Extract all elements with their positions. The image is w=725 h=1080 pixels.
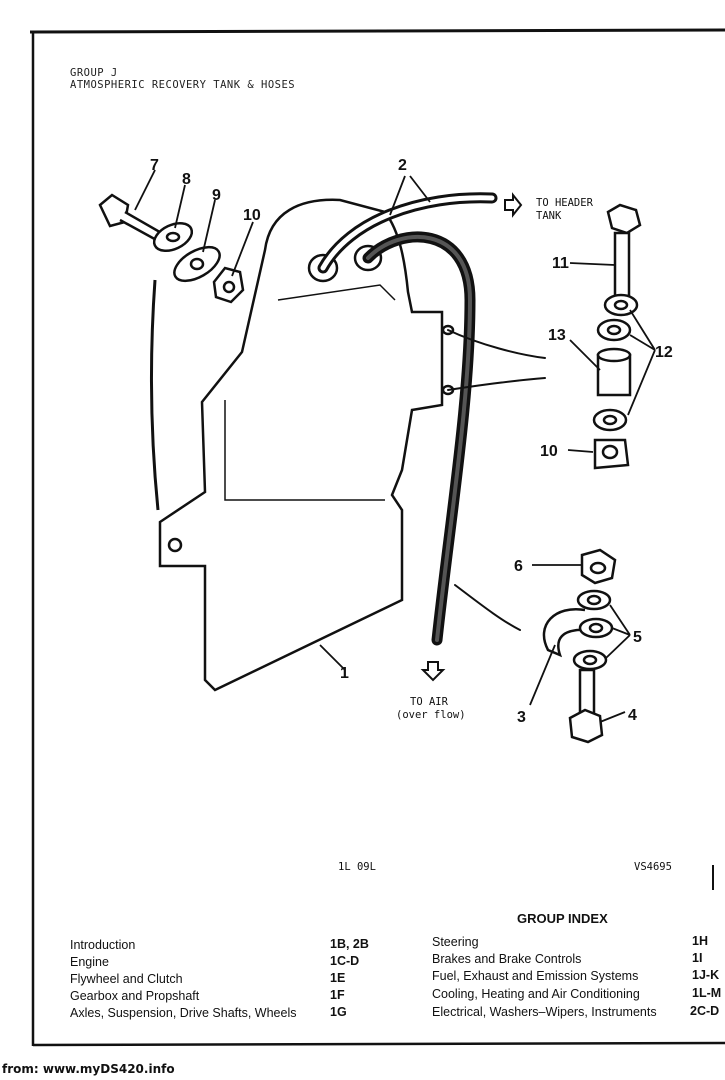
to-air-line2: (over flow) [396,709,466,721]
index-item-label: Steering [432,935,479,949]
callout-10-left: 10 [243,207,261,224]
index-item-label: Cooling, Heating and Air Conditioning [432,987,640,1001]
index-item-code: 1F [330,988,345,1002]
index-item-code: 1H [692,934,708,948]
index-item-label: Gearbox and Propshaft [70,989,200,1003]
callout-13: 13 [548,327,566,344]
index-item-label: Axles, Suspension, Drive Shafts, Wheels [70,1006,297,1020]
callout-12: 12 [655,344,673,361]
figure-code-left: 1L 09L [338,861,376,873]
index-item-label: Brakes and Brake Controls [432,952,582,966]
callout-labels: 1 2 3 4 5 6 7 8 9 10 10 11 12 13 [150,157,673,726]
index-item-code: 2C-D [690,1004,720,1018]
callout-4: 4 [628,707,637,724]
callout-9: 9 [212,187,221,204]
index-item-code: 1E [330,971,346,985]
callout-5: 5 [633,629,642,646]
source-footer: from: www.myDS420.info [2,1062,175,1076]
callout-1: 1 [340,665,349,682]
page-title: ATMOSPHERIC RECOVERY TANK & HOSES [70,79,296,91]
arrow-to-air-icon [420,661,446,682]
index-item-label: Electrical, Washers–Wipers, Instruments [432,1005,657,1019]
figure-code-right: VS4695 [634,861,672,873]
index-item-code: 1J-K [692,968,720,982]
callout-8: 8 [182,171,191,188]
index-item-label: Fuel, Exhaust and Emission Systems [432,969,639,983]
to-header-tank-line1: TO HEADER [536,197,594,209]
group-label: GROUP J [70,67,118,79]
callout-11: 11 [552,255,569,272]
bolt-spacer-stack-right [592,203,642,470]
callout-6: 6 [514,558,523,575]
page-frame [29,28,725,1047]
callout-2: 2 [398,157,407,174]
index-item-code: 1C-D [330,954,360,968]
index-item-code: 1B, 2B [330,937,369,951]
clip-bolt-assembly [542,548,617,744]
index-item-label: Engine [70,955,109,969]
to-air-line1: TO AIR [410,696,449,708]
to-header-tank-line2: TANK [536,210,562,222]
group-index-title: GROUP INDEX [517,911,608,926]
bolt-washers-nut-left [98,193,245,304]
annotations: TO HEADER TANK TO AIR (over flow) 1L 09L… [338,197,672,873]
callout-7: 7 [150,157,159,174]
index-item-code: 1L-M [692,986,722,1000]
callout-10-right: 10 [540,443,558,460]
index-item-code: 1I [692,951,703,965]
index-item-label: Introduction [70,938,136,952]
index-item-code: 1G [330,1005,347,1019]
leader-lines [134,169,656,723]
arrow-to-header-tank-icon [504,192,523,218]
callout-3: 3 [517,709,526,726]
index-item-label: Flywheel and Clutch [70,972,183,986]
